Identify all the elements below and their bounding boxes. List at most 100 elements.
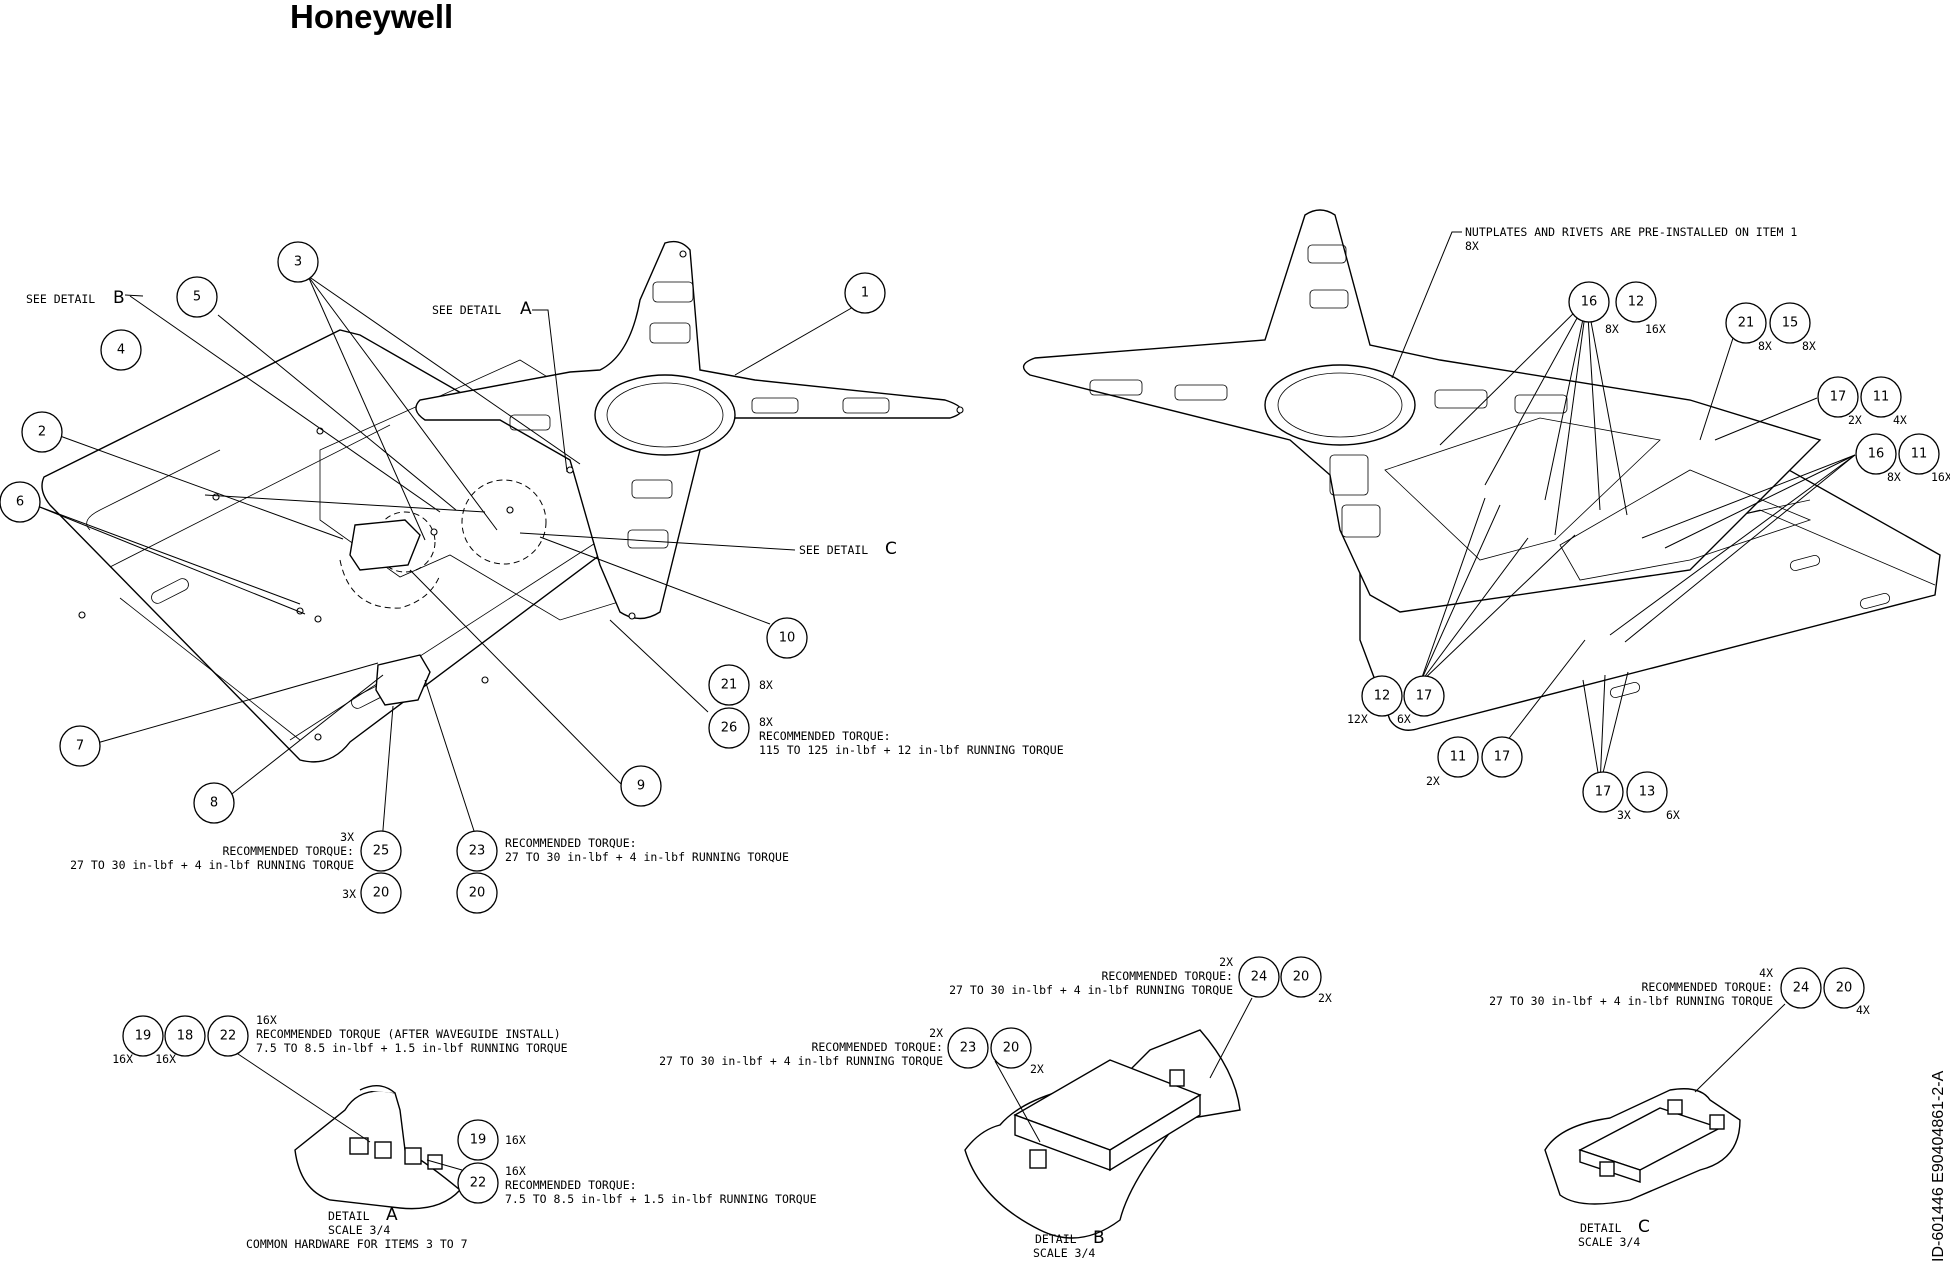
svg-text:6X: 6X (1397, 712, 1411, 726)
svg-text:SEE DETAIL: SEE DETAIL (26, 292, 95, 306)
svg-text:11: 11 (1450, 750, 1467, 765)
torque-23-l1: RECOMMENDED TORQUE: (505, 836, 637, 850)
balloon-item-20b: 20 (456, 872, 498, 914)
balloon-db-20a: 20 (1280, 956, 1322, 998)
balloon-item-11a: 11 (1860, 376, 1902, 418)
svg-text:7: 7 (76, 739, 84, 754)
balloon-item-17d: 17 (1582, 771, 1624, 813)
balloon-da-19: 19 (122, 1015, 164, 1057)
balloon-item-7: 7 (59, 725, 101, 767)
right-assembly-view: 16 12 21 15 17 11 16 11 12 17 11 17 17 1… (1022, 209, 1950, 822)
balloon-item-21: 21 (708, 664, 750, 706)
balloon-item-16b: 16 (1855, 433, 1897, 475)
svg-text:27 TO 30 in-lbf + 4 in-lbf RUN: 27 TO 30 in-lbf + 4 in-lbf RUNNING TORQU… (949, 983, 1233, 997)
svg-text:16: 16 (1868, 447, 1885, 462)
balloon-item-5: 5 (176, 276, 218, 318)
balloon-item-10: 10 (766, 617, 808, 659)
svg-text:16X: 16X (112, 1052, 133, 1066)
svg-text:RECOMMENDED TORQUE:: RECOMMENDED TORQUE: (505, 1178, 637, 1192)
balloon-item-8: 8 (193, 782, 235, 824)
balloon-item-12b: 12 (1361, 675, 1403, 717)
balloon-db-20b: 20 (990, 1027, 1032, 1069)
svg-text:DETAIL: DETAIL (328, 1209, 370, 1223)
svg-text:8X: 8X (1605, 322, 1619, 336)
see-detail-b: SEE DETAIL B (26, 288, 125, 308)
svg-text:19: 19 (135, 1029, 152, 1044)
left-assembly-view: 1 2 3 4 5 6 7 8 9 10 21 26 25 20 23 20 S… (0, 240, 1064, 914)
svg-text:RECOMMENDED TORQUE:: RECOMMENDED TORQUE: (1101, 969, 1233, 983)
balloon-item-3: 3 (277, 241, 319, 283)
torque-26-l2: 115 TO 125 in-lbf + 12 in-lbf RUNNING TO… (759, 743, 1064, 757)
balloon-item-26: 26 (708, 707, 750, 749)
svg-text:RECOMMENDED TORQUE:: RECOMMENDED TORQUE: (1641, 980, 1773, 994)
torque-25-l1: RECOMMENDED TORQUE: (222, 844, 354, 858)
balloon-item-13: 13 (1626, 771, 1668, 813)
svg-text:15: 15 (1782, 316, 1799, 331)
balloon-item-2: 2 (21, 411, 63, 453)
svg-text:6X: 6X (1666, 808, 1680, 822)
svg-text:25: 25 (373, 844, 390, 859)
svg-text:5: 5 (193, 290, 201, 305)
balloon-da-22b: 22 (457, 1162, 499, 1204)
svg-text:17: 17 (1416, 689, 1433, 704)
svg-text:6: 6 (16, 495, 24, 510)
balloon-item-1: 1 (844, 272, 886, 314)
svg-text:4X: 4X (1759, 966, 1773, 980)
balloon-item-4: 4 (100, 329, 142, 371)
balloon-item-16a: 16 (1568, 281, 1610, 323)
balloon-da-19b: 19 (457, 1119, 499, 1161)
detail-a: 19 18 22 19 22 16X RECOMMENDED TORQUE (A… (112, 1013, 816, 1251)
svg-text:23: 23 (960, 1041, 977, 1056)
svg-text:27 TO 30 in-lbf + 4 in-lbf RUN: 27 TO 30 in-lbf + 4 in-lbf RUNNING TORQU… (659, 1054, 943, 1068)
balloon-item-17b: 17 (1403, 675, 1445, 717)
see-detail-a: SEE DETAIL A (432, 299, 532, 319)
svg-text:2X: 2X (929, 1026, 943, 1040)
svg-text:2X: 2X (1318, 991, 1332, 1005)
svg-text:24: 24 (1793, 981, 1810, 996)
balloon-item-11c: 11 (1437, 736, 1479, 778)
svg-text:22: 22 (470, 1176, 487, 1191)
svg-text:10: 10 (779, 631, 796, 646)
svg-text:16X: 16X (505, 1164, 526, 1178)
svg-text:7.5 TO 8.5 in-lbf + 1.5 in-lbf: 7.5 TO 8.5 in-lbf + 1.5 in-lbf RUNNING T… (505, 1192, 817, 1206)
svg-text:8X: 8X (1887, 470, 1901, 484)
svg-text:B: B (1093, 1228, 1105, 1248)
balloon-da-18: 18 (164, 1015, 206, 1057)
svg-text:12X: 12X (1347, 712, 1368, 726)
balloon-item-17a: 17 (1817, 376, 1859, 418)
svg-text:27 TO 30 in-lbf + 4 in-lbf RUN: 27 TO 30 in-lbf + 4 in-lbf RUNNING TORQU… (1489, 994, 1773, 1008)
svg-text:C: C (885, 539, 897, 559)
svg-text:2: 2 (38, 425, 46, 440)
balloon-item-11b: 11 (1898, 433, 1940, 475)
svg-text:A: A (520, 299, 532, 319)
svg-text:SEE DETAIL: SEE DETAIL (799, 543, 868, 557)
svg-text:B: B (113, 288, 125, 308)
balloon-dc-20: 20 (1823, 967, 1865, 1009)
balloon-item-25: 25 (360, 830, 402, 872)
svg-text:1: 1 (861, 286, 869, 301)
balloon-item-20: 20 (360, 872, 402, 914)
torque-25-l2: 27 TO 30 in-lbf + 4 in-lbf RUNNING TORQU… (70, 858, 354, 872)
svg-text:2X: 2X (1219, 955, 1233, 969)
svg-text:17: 17 (1494, 750, 1511, 765)
svg-text:RECOMMENDED TORQUE:: RECOMMENDED TORQUE: (811, 1040, 943, 1054)
svg-text:A: A (386, 1205, 398, 1225)
svg-text:7.5 TO 8.5 in-lbf + 1.5 in-lbf: 7.5 TO 8.5 in-lbf + 1.5 in-lbf RUNNING T… (256, 1041, 568, 1055)
svg-text:20: 20 (373, 886, 390, 901)
svg-text:21: 21 (721, 678, 738, 693)
svg-text:16X: 16X (256, 1013, 277, 1027)
balloon-item-21r: 21 (1725, 302, 1767, 344)
svg-text:12: 12 (1374, 689, 1391, 704)
honeywell-logo: Honeywell (290, 0, 453, 35)
svg-text:3: 3 (294, 255, 302, 270)
svg-text:20: 20 (469, 886, 486, 901)
svg-text:8: 8 (210, 796, 218, 811)
svg-text:16: 16 (1581, 295, 1598, 310)
balloon-item-6: 6 (0, 481, 41, 523)
svg-text:DETAIL: DETAIL (1035, 1232, 1077, 1246)
svg-text:8X: 8X (1802, 339, 1816, 353)
svg-text:2X: 2X (1848, 413, 1862, 427)
svg-text:13: 13 (1639, 785, 1656, 800)
